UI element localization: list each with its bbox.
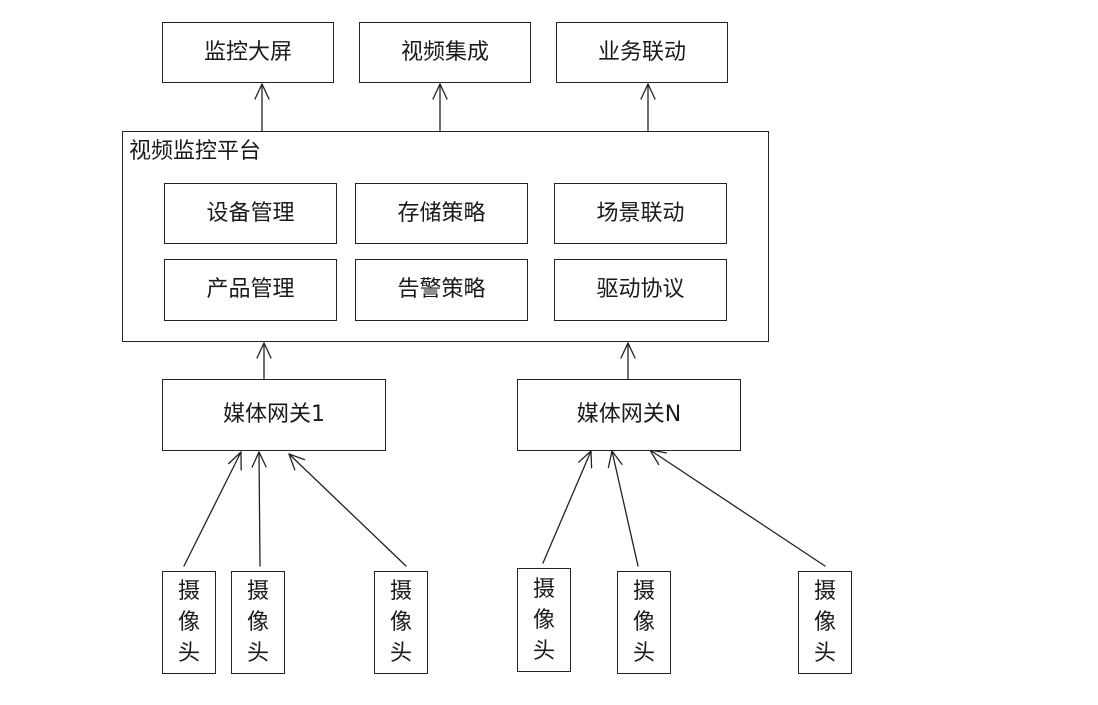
camera-label-char: 头: [632, 641, 655, 666]
business-linkage-label: 业务联动: [597, 39, 686, 65]
video-integration-box: 视频集成: [359, 22, 531, 83]
module-storage-policy: 存储策略: [355, 183, 528, 244]
camera-label-char: 头: [813, 641, 836, 666]
arrow-camera-5-to-gateway-n: [607, 450, 639, 567]
arrow-platform-to-monitor-screen: [254, 83, 270, 132]
module-driver-protocol: 驱动协议: [554, 259, 727, 321]
arrow-camera-6-to-gateway-n: [649, 449, 826, 567]
camera-3: 摄 像 头: [374, 571, 428, 674]
monitor-screen-box: 监控大屏: [162, 22, 334, 83]
camera-label-char: 头: [389, 641, 412, 666]
camera-label-char: 头: [246, 641, 269, 666]
module-label: 驱动协议: [596, 277, 685, 302]
platform-title: 视频监控平台: [129, 139, 262, 164]
arrow-platform-to-business-linkage: [640, 83, 656, 132]
media-gateway-1: 媒体网关1: [162, 379, 386, 451]
camera-label-char: 像: [389, 610, 412, 635]
module-label: 存储策略: [397, 200, 486, 226]
monitor-screen-label: 监控大屏: [203, 39, 292, 65]
camera-label-char: 像: [177, 610, 200, 635]
camera-label-char: 摄: [177, 579, 200, 604]
arrow-camera-2-to-gateway-1: [251, 451, 267, 567]
camera-label-char: 摄: [532, 576, 555, 602]
module-label: 设备管理: [206, 200, 295, 226]
camera-label-char: 头: [177, 641, 200, 666]
camera-label-char: 像: [246, 610, 269, 635]
business-linkage-box: 业务联动: [556, 22, 728, 83]
camera-1: 摄 像 头: [162, 571, 216, 674]
module-product-management: 产品管理: [164, 259, 337, 321]
module-device-management: 设备管理: [164, 183, 337, 244]
video-integration-label: 视频集成: [400, 39, 489, 65]
module-label: 告警策略: [397, 277, 486, 302]
camera-label-char: 像: [813, 610, 836, 635]
gateway-label: 媒体网关1: [223, 402, 325, 427]
arrow-gateway-1-to-platform: [256, 342, 272, 380]
arrow-gateway-n-to-platform: [620, 342, 636, 380]
camera-4: 摄 像 头: [517, 568, 571, 672]
arrow-camera-4-to-gateway-n: [542, 450, 593, 564]
media-gateway-n: 媒体网关N: [517, 379, 741, 451]
arrow-camera-3-to-gateway-1: [288, 453, 407, 567]
module-label: 场景联动: [596, 200, 685, 226]
camera-label-char: 头: [532, 638, 555, 664]
arrow-camera-1-to-gateway-1: [183, 451, 242, 567]
camera-2: 摄 像 头: [231, 571, 285, 674]
camera-label-char: 像: [632, 610, 655, 635]
module-label: 产品管理: [206, 277, 295, 302]
camera-label-char: 摄: [632, 579, 655, 604]
camera-label-char: 摄: [813, 579, 836, 604]
module-alarm-policy: 告警策略: [355, 259, 528, 321]
camera-label-char: 像: [532, 607, 555, 633]
camera-5: 摄 像 头: [617, 571, 671, 674]
arrow-platform-to-video-integration: [432, 83, 448, 132]
camera-label-char: 摄: [246, 579, 269, 604]
camera-label-char: 摄: [389, 579, 412, 604]
camera-6: 摄 像 头: [798, 571, 852, 674]
module-scene-linkage: 场景联动: [554, 183, 727, 244]
gateway-label: 媒体网关N: [576, 402, 682, 427]
